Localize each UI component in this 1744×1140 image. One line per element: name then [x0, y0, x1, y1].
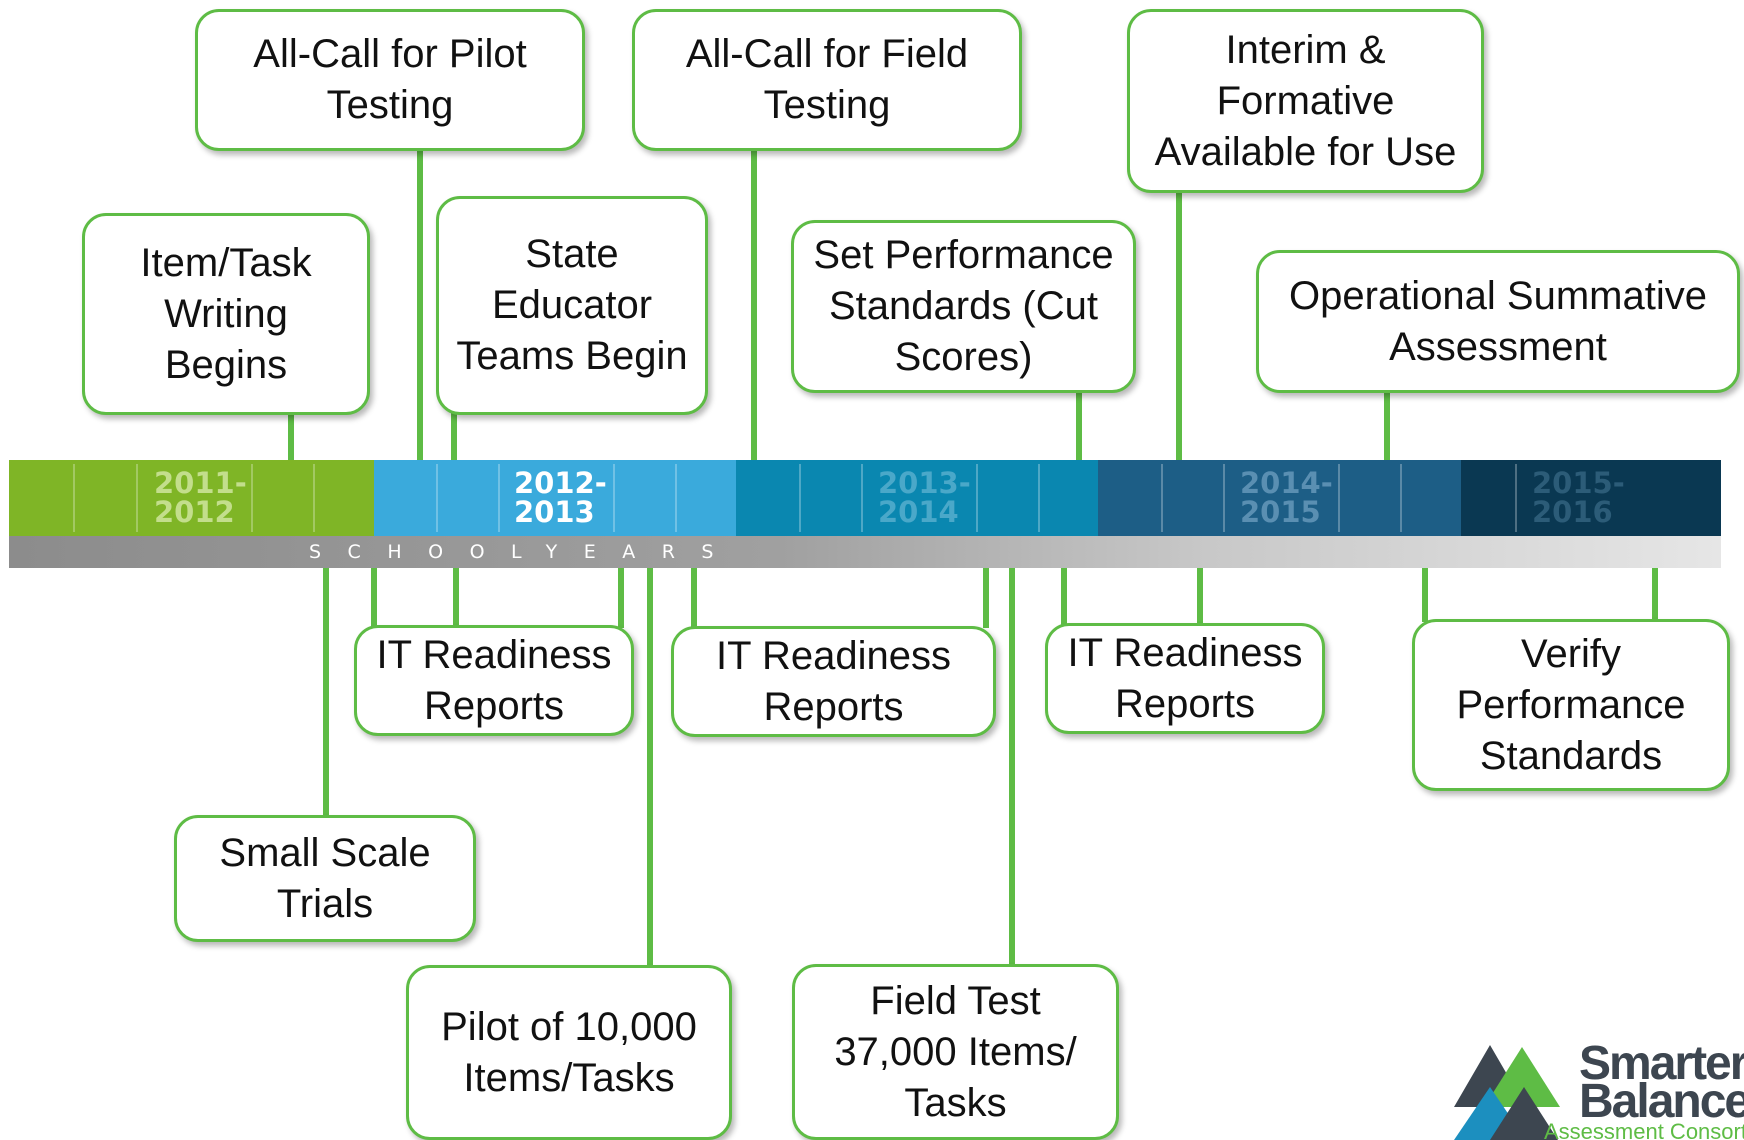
- milestone-set-performance-standards: Set Performance Standards (Cut Scores): [791, 220, 1136, 393]
- year-label-2014-2015: 2014- 2015: [1240, 466, 1333, 529]
- school-years-label: SCHOOLYEARS: [309, 541, 740, 563]
- band-tick: [675, 464, 677, 532]
- band-tick: [436, 464, 438, 532]
- logo-word-balanced: Balanced: [1579, 1075, 1744, 1128]
- connector-it-readiness-2-a: [691, 536, 697, 628]
- band-tick: [1038, 464, 1040, 532]
- band-tick: [1338, 464, 1340, 532]
- connector-item-task-writing: [288, 412, 294, 464]
- connector-small-scale-trials: [323, 536, 329, 818]
- band-tick: [136, 464, 138, 532]
- milestone-verify-performance-standards: Verify Performance Standards: [1412, 619, 1730, 791]
- connector-it-readiness-2-b: [983, 536, 989, 628]
- band-tick: [1223, 464, 1225, 532]
- connector-all-call-pilot: [417, 148, 423, 464]
- year-label-2015-2016: 2015- 2016: [1532, 466, 1625, 529]
- year-label-2012-2013: 2012- 2013: [514, 466, 607, 529]
- year-band-2012-2013: 2012- 2013: [374, 460, 736, 536]
- band-tick: [251, 464, 253, 532]
- smarter-balanced-logo: Smarter Balanced Assessment Consortium: [1454, 1035, 1744, 1140]
- year-band-2014-2015: 2014- 2015: [1098, 460, 1461, 536]
- milestone-field-test: Field Test 37,000 Items/ Tasks: [792, 964, 1119, 1140]
- connector-it-readiness-3-b: [1197, 536, 1203, 628]
- connector-interim-formative: [1176, 190, 1182, 464]
- band-tick: [976, 464, 978, 532]
- logo-word-smarter: Smarter: [1579, 1037, 1744, 1090]
- connector-set-performance-standards: [1076, 390, 1082, 464]
- year-band-2013-2014: 2013- 2014: [736, 460, 1098, 536]
- milestone-all-call-field: All-Call for Field Testing: [632, 9, 1022, 151]
- band-tick: [498, 464, 500, 532]
- milestone-it-readiness-1: IT Readiness Reports: [354, 625, 634, 736]
- year-band-2011-2012: 2011- 2012: [9, 460, 374, 536]
- connector-field-test: [1009, 536, 1015, 968]
- milestone-small-scale-trials: Small Scale Trials: [174, 815, 476, 942]
- milestone-interim-formative: Interim & Formative Available for Use: [1127, 9, 1484, 193]
- school-years-bar: [9, 536, 1721, 568]
- band-tick: [1400, 464, 1402, 532]
- connector-verify-performance-a: [1422, 536, 1428, 622]
- milestone-it-readiness-3: IT Readiness Reports: [1045, 623, 1325, 734]
- connector-operational-summative: [1384, 390, 1390, 464]
- year-band-2015-2016: 2015- 2016: [1461, 460, 1721, 536]
- milestone-item-task-writing: Item/Task Writing Begins: [82, 213, 370, 415]
- band-tick: [1161, 464, 1163, 532]
- logo-triangles-icon: [1454, 1045, 1560, 1140]
- milestone-it-readiness-2: IT Readiness Reports: [671, 626, 996, 737]
- connector-it-readiness-1-c: [618, 536, 624, 628]
- connector-verify-performance-b: [1652, 536, 1658, 622]
- connector-it-readiness-1-b: [453, 536, 459, 628]
- connector-it-readiness-1-a: [371, 536, 377, 628]
- milestone-pilot-10000: Pilot of 10,000 Items/Tasks: [406, 965, 732, 1140]
- year-label-2013-2014: 2013- 2014: [878, 466, 971, 529]
- band-tick: [799, 464, 801, 532]
- band-tick: [313, 464, 315, 532]
- band-tick: [613, 464, 615, 532]
- connector-state-educator-teams: [451, 412, 457, 464]
- milestone-all-call-pilot: All-Call for Pilot Testing: [195, 9, 585, 151]
- milestone-state-educator-teams: State Educator Teams Begin: [436, 196, 708, 415]
- band-tick: [73, 464, 75, 532]
- logo-tagline: Assessment Consortium: [1544, 1119, 1744, 1140]
- connector-all-call-field: [751, 148, 757, 464]
- band-tick: [1515, 464, 1517, 532]
- year-label-2011-2012: 2011- 2012: [154, 466, 247, 529]
- band-tick: [861, 464, 863, 532]
- milestone-operational-summative: Operational Summative Assessment: [1256, 250, 1740, 393]
- connector-it-readiness-3-a: [1061, 536, 1067, 628]
- connector-pilot-10000: [647, 536, 653, 968]
